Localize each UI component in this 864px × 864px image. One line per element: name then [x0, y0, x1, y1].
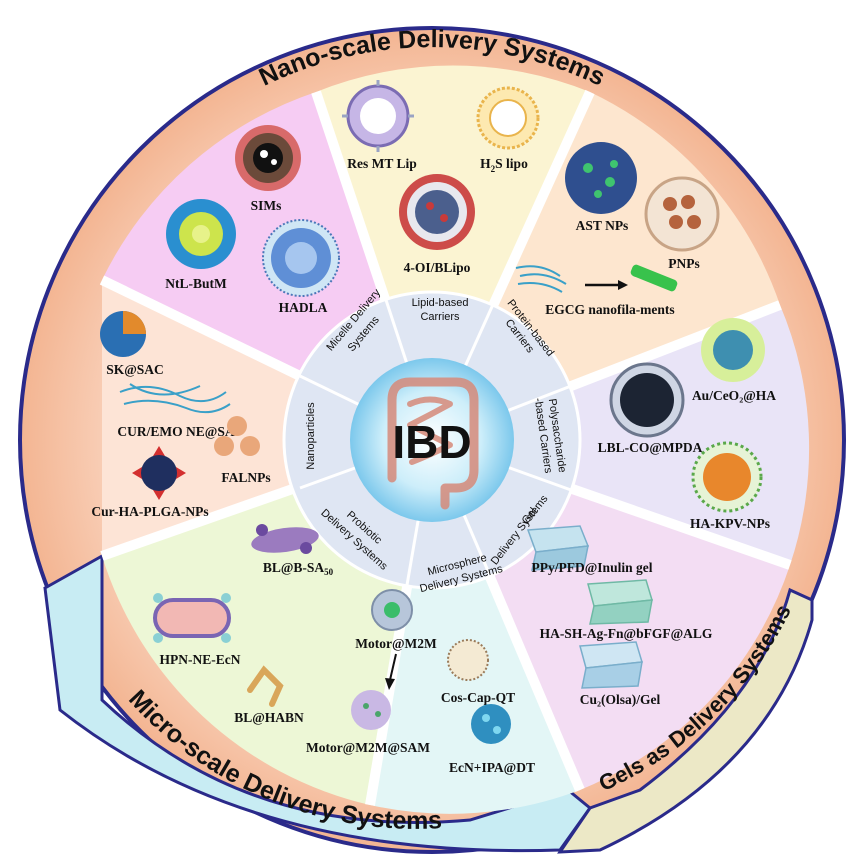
h2s-lipo-icon: [476, 86, 540, 150]
ha-kpv-icon: [691, 441, 763, 513]
label-ast-nps: AST NPs: [576, 218, 629, 233]
label-egcg: EGCG nanofila-ments: [545, 302, 674, 317]
label-4-oi-blipo: 4-OI/BLipo: [404, 260, 471, 275]
gel-items: PPy/PFD@Inulin gel HA-SH-Ag-Fn@bFGF@ALG …: [526, 525, 713, 707]
cat-lipid-line2: Carriers: [420, 311, 460, 323]
label-cu2: Cu₂(Olsa)/Gel: [580, 692, 661, 707]
label-ha-kpv: HA-KPV-NPs: [690, 516, 770, 531]
cat-nanoparticles: Nanoparticles: [305, 402, 317, 470]
label-cur-ha: Cur-HA-PLGA-NPs: [91, 504, 208, 519]
sector-nanoparticles: [102, 280, 432, 556]
label-pnps: PNPs: [668, 256, 700, 271]
label-hadla: HADLA: [279, 300, 328, 315]
ha-sh-gel-block-icon: [587, 579, 653, 625]
probiotic-items: BL@B-SA50 HPN-NE-EcN BL@HABN: [153, 524, 334, 725]
cur-emo-network-icon: [119, 383, 231, 414]
label-ecn-ipa: EcN+IPA@DT: [449, 760, 535, 775]
falnps-icon: [214, 416, 260, 456]
microsphere-items: Motor@M2M Cos-Cap-QT Motor@M2M@SAM EcN+I…: [306, 589, 535, 775]
hadla-particle-icon: [262, 219, 340, 297]
label-falnps: FALNPs: [221, 470, 270, 485]
lipid-items: Res MT Lip H2S lipo 4-OI/BLipo: [342, 80, 540, 275]
polysaccharide-items: Au/CeO₂@HA LBL-CO@MPDA HA-KPV-NPs: [598, 318, 776, 531]
label-ha-sh: HA-SH-Ag-Fn@bFGF@ALG: [540, 626, 713, 641]
motor-m2m-sam-icon: [351, 690, 391, 730]
label-h2s-lipo: H2S lipo: [480, 156, 528, 174]
label-res-mt-lip: Res MT Lip: [347, 156, 417, 171]
sims-particle-icon: [235, 125, 301, 191]
label-bl-habn: BL@HABN: [234, 710, 304, 725]
au-ceo2-icon: [701, 318, 765, 382]
micelle-items: SIMs NtL-ButM HADLA: [165, 125, 340, 315]
label-sims: SIMs: [251, 198, 282, 213]
label-ntl-butm: NtL-ButM: [165, 276, 227, 291]
protein-items: AST NPs PNPs EGCG nanofila-ments: [515, 142, 720, 317]
sector-lipid: [316, 65, 590, 440]
lbl-co-icon: [609, 362, 685, 438]
hpn-ne-ecn-icon: [153, 593, 231, 643]
label-cur-emo: CUR/EMO NE@SA: [117, 424, 234, 439]
4-oi-blipo-icon: [399, 174, 475, 250]
center-label: IBD: [392, 416, 471, 468]
motor-m2m-icon: [371, 589, 413, 631]
res-mt-lip-icon: [342, 80, 414, 152]
cu2-gel-block-icon: [579, 641, 643, 689]
label-au-ceo2: Au/CeO₂@HA: [692, 388, 776, 403]
pnps-icon: [644, 176, 720, 252]
label-cos-cap: Cos-Cap-QT: [441, 690, 515, 705]
label-hpn-ne-ecn: HPN-NE-EcN: [160, 652, 241, 667]
arrow-right-icon: [585, 280, 628, 290]
label-motor-m2m: Motor@M2M: [355, 636, 437, 651]
egcg-fibers-icon: [515, 265, 567, 293]
intestine-icon: [387, 377, 479, 510]
ecn-ipa-dt-icon: [471, 704, 511, 744]
label-motor-m2m-sam: Motor@M2M@SAM: [306, 740, 430, 755]
bl-bsa-icon: [251, 524, 319, 554]
label-lbl-co: LBL-CO@MPDA: [598, 440, 703, 455]
arrow-down-icon: [385, 653, 397, 690]
label-sk-sac: SK@SAC: [106, 362, 164, 377]
ast-nps-icon: [565, 142, 637, 214]
label-ppy: PPy/PFD@Inulin gel: [532, 560, 653, 575]
ntl-butm-particle-icon: [166, 199, 236, 269]
ppy-gel-block-icon: [526, 525, 590, 571]
sk-sac-icon: [100, 311, 146, 357]
cat-lipid-line1: Lipid-based: [412, 297, 469, 309]
egcg-nanofilament-icon: [630, 264, 678, 292]
nanoparticles-items: SK@SAC CUR/EMO NE@SA Cur-HA-PLGA-NPs FAL…: [91, 311, 271, 519]
gels-ring-band: [557, 587, 814, 854]
bl-habn-icon: [247, 665, 284, 707]
label-bl-bsa: BL@B-SA50: [263, 560, 334, 577]
cos-cap-qt-icon: [447, 639, 489, 681]
cur-ha-plga-icon: [132, 446, 186, 500]
